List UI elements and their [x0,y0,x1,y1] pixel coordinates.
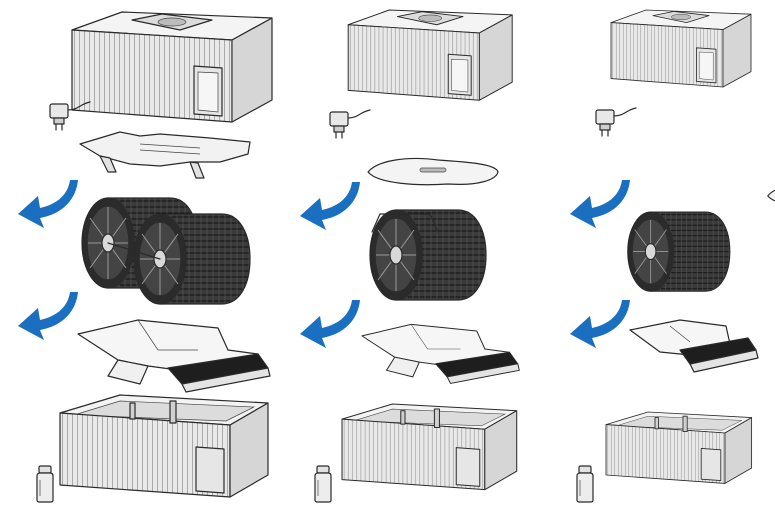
water-base-tank [341,403,518,491]
top-cover-unit [347,9,513,101]
humidifier-drum [81,197,251,305]
top-cover-unit [610,9,752,88]
column-small [570,9,775,503]
removal-arrow-icon [570,300,630,348]
additive-bottle [314,465,332,503]
float-lid [767,182,775,209]
drum-tray [629,319,759,373]
column-medium [300,9,520,503]
additive-bottle [36,465,54,503]
removal-arrow-icon [300,300,360,348]
drum-tray [77,319,271,393]
power-adapter [329,109,371,139]
humidifier-drum [627,211,731,292]
float-lid [367,157,499,186]
water-base-tank [605,411,753,484]
additive-bottle [576,465,594,503]
column-large [18,11,273,503]
removal-arrow-icon [570,180,630,228]
removal-arrow-icon [18,180,78,228]
humidifier-drum [369,209,487,301]
power-adapter [595,107,637,137]
removal-arrow-icon [18,292,78,340]
drum-tray [361,323,520,384]
top-cover-unit [71,11,273,123]
removal-arrow-icon [300,182,360,230]
float-lid [79,131,251,179]
water-base-tank [59,394,269,498]
